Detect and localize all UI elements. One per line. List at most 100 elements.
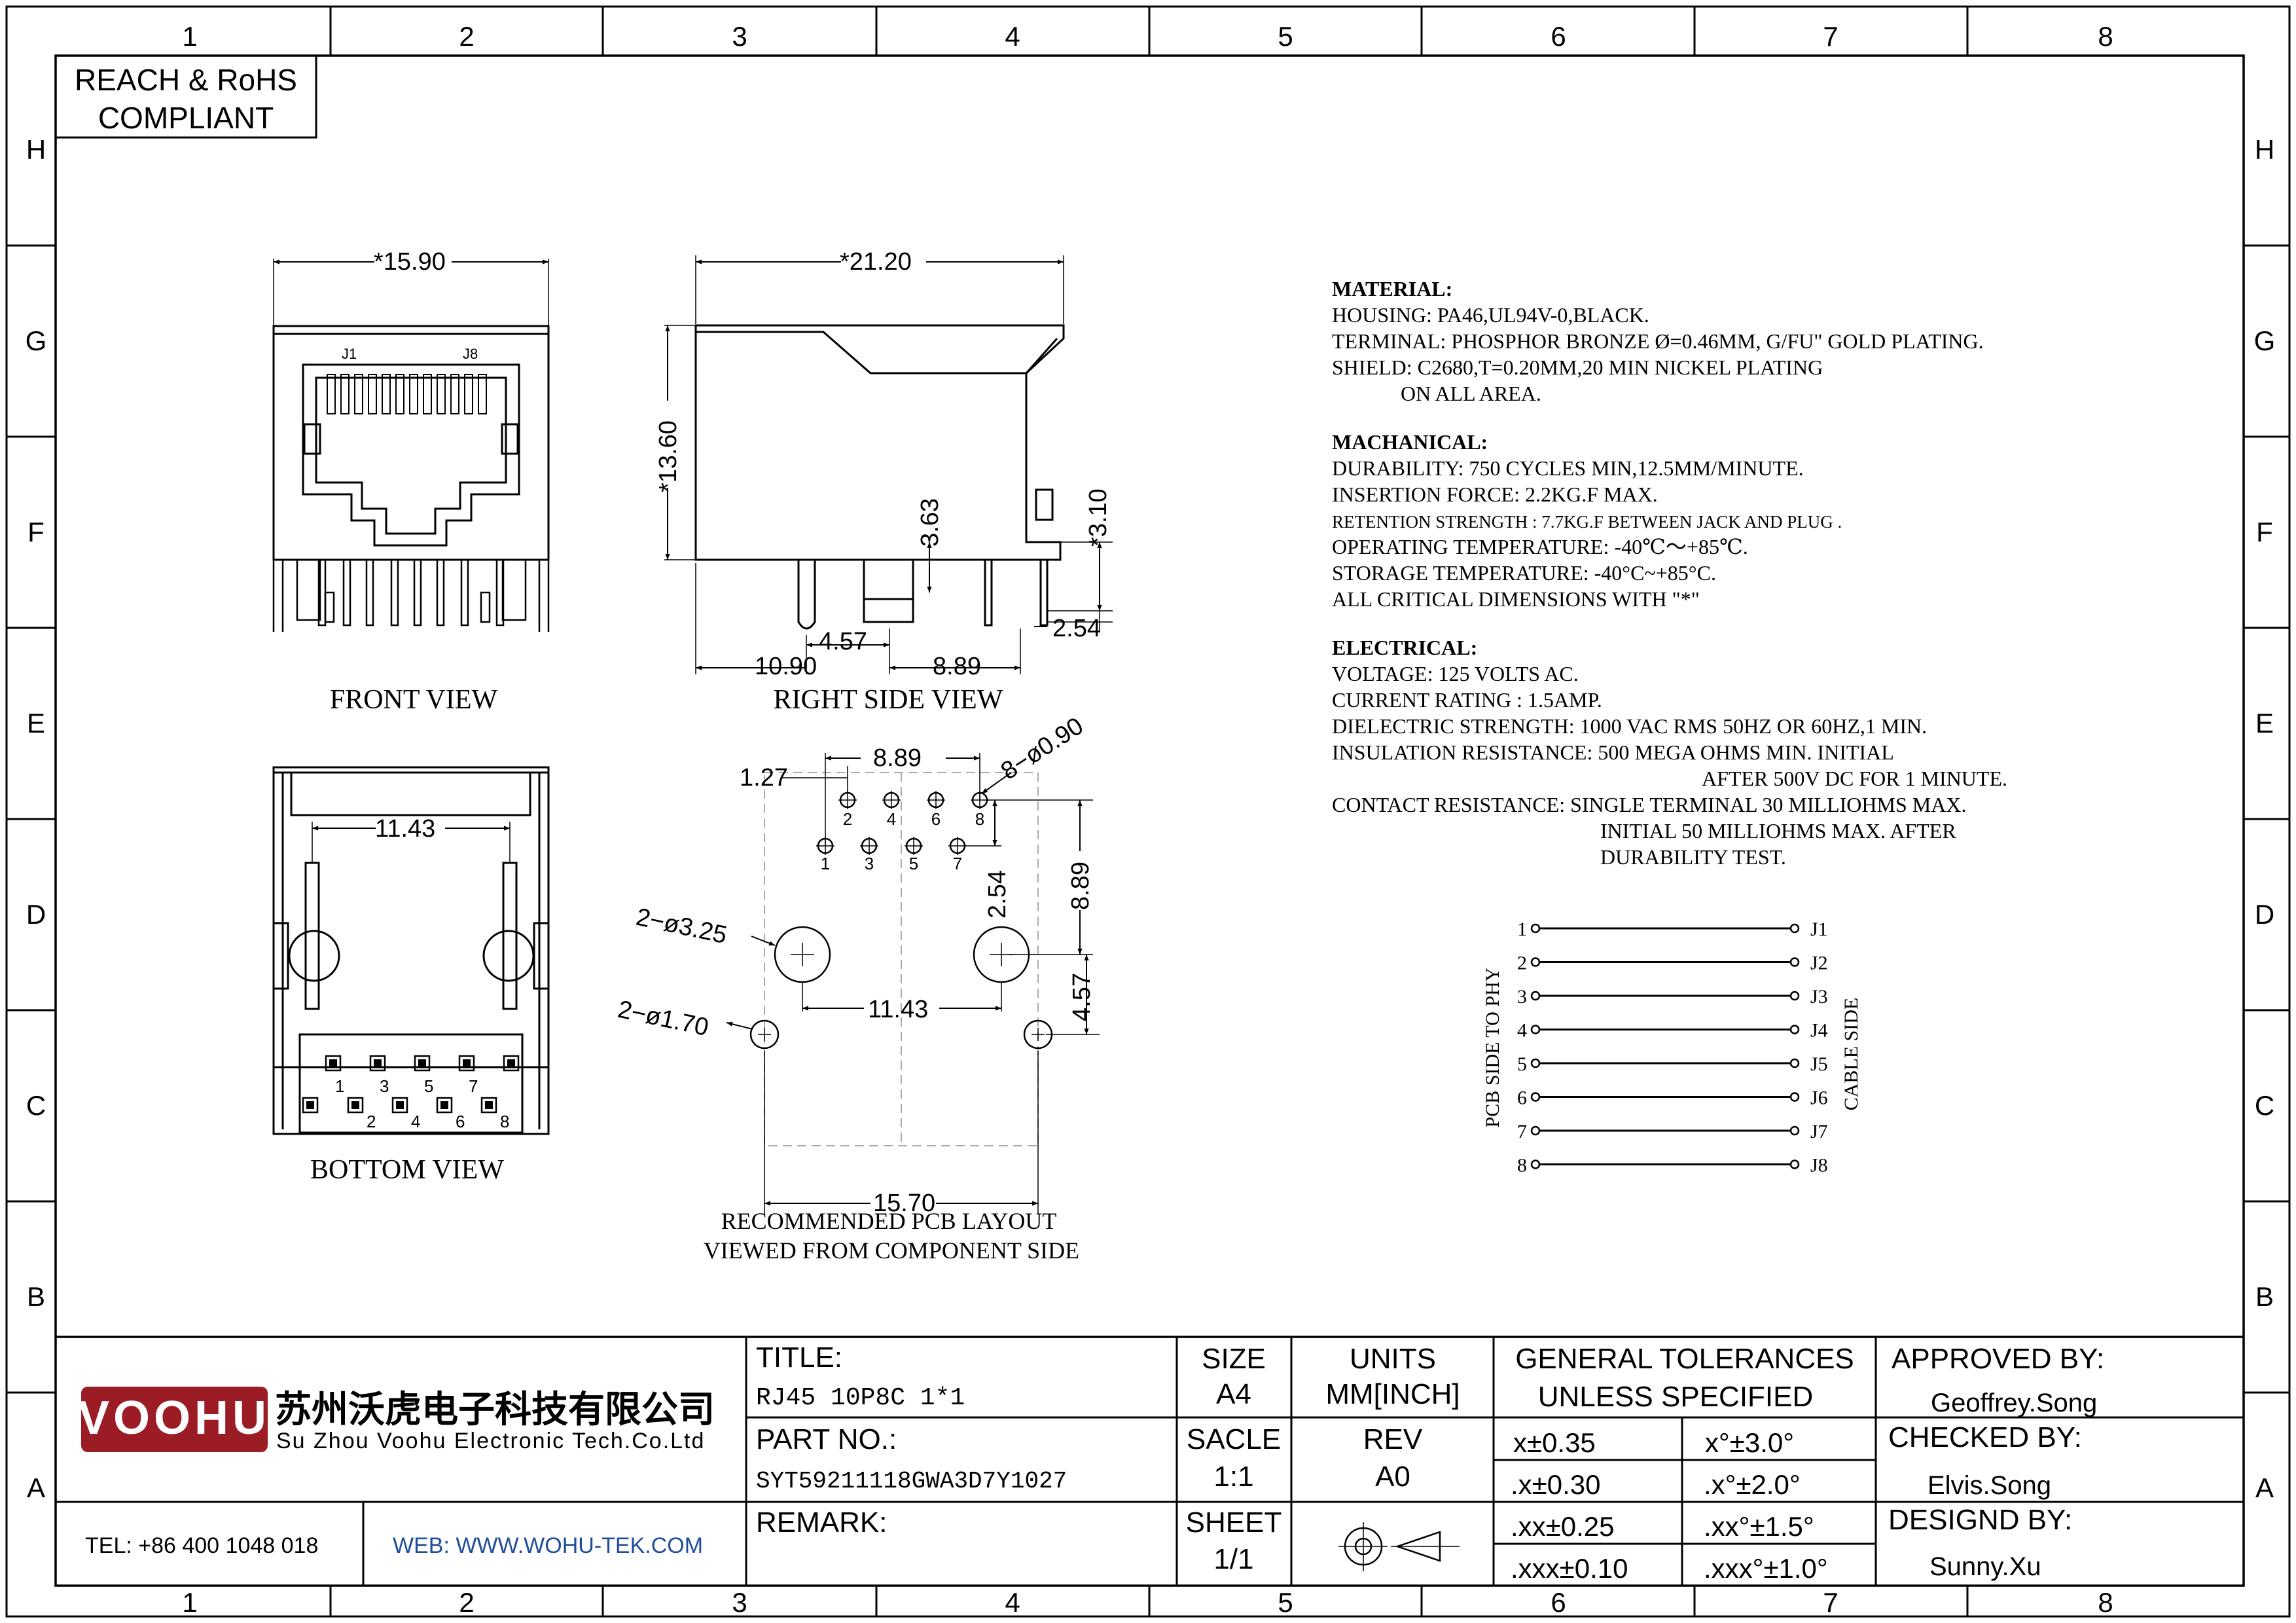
wire-terminal (1530, 1125, 1541, 1136)
spec-line: MATERIAL: (1332, 277, 1452, 301)
part-label: PART NO.: (756, 1423, 897, 1455)
wire-terminal (1789, 1025, 1800, 1034)
wire-jack-label: J4 (1810, 1020, 1828, 1042)
tolerance-value: .xx±0.25 (1511, 1511, 1614, 1542)
col-label: 4 (1005, 21, 1020, 52)
pcb-pin-top: 8 (975, 809, 984, 829)
col-label: 6 (1551, 21, 1566, 52)
dim-side-height: *13.60 (655, 420, 682, 492)
company-name-en: Su Zhou Voohu Electronic Tech.Co.Ltd (276, 1429, 705, 1453)
col-label: 6 (1551, 1587, 1566, 1618)
approved-label: APPROVED BY: (1892, 1343, 2104, 1375)
row-label: C (2255, 1090, 2274, 1121)
pcb-pin-bottom: 3 (865, 854, 874, 873)
bottom-pin-even: 2 (367, 1112, 376, 1131)
dim-pcb-1570: 15.70 (873, 1190, 935, 1217)
spec-line: INSERTION FORCE: 2.2KG.F MAX. (1332, 483, 1658, 506)
dim-310: *3.10 (1085, 488, 1112, 547)
design-value: Sunny.Xu (1929, 1552, 2041, 1581)
wire-pin-label: 6 (1517, 1087, 1527, 1109)
scale-label: SACLE (1187, 1423, 1281, 1455)
title-block-text: 苏州沃虎电子科技有限公司 Su Zhou Voohu Electronic Te… (85, 1341, 2104, 1584)
row-label: H (2255, 134, 2274, 165)
wire-terminal (1530, 1092, 1541, 1102)
front-view-labels: *15.90 J1 J8 (342, 248, 478, 362)
pcb-pin-top: 2 (843, 809, 852, 829)
spec-line: OPERATING TEMPERATURE: -40℃～+85℃. (1332, 535, 1748, 558)
cable-side-label: CABLE SIDE (1840, 998, 1862, 1111)
row-label: E (27, 708, 45, 739)
row-label: G (26, 325, 47, 356)
right-side-labels: *21.20 *13.60 3.63 *3.10 2.54 4.57 10.90… (655, 248, 1112, 680)
wire-terminal (1789, 1159, 1800, 1169)
pcb-caption-1: RECOMMENDED PCB LAYOUT (721, 1208, 1057, 1234)
pcb-layout (726, 753, 1100, 1214)
col-label: 1 (182, 21, 197, 52)
tolerance-value: .x±0.30 (1511, 1469, 1600, 1500)
dim-bottom-width: 11.43 (375, 815, 435, 843)
row-label: D (2255, 899, 2274, 930)
bottom-pin-even: 4 (411, 1112, 420, 1131)
row-label: B (2255, 1281, 2274, 1312)
right-side-view (664, 255, 1113, 674)
wire-pin-label: 1 (1517, 919, 1527, 940)
wire-pin-label: 8 (1517, 1155, 1527, 1176)
pin-j1-label: J1 (342, 346, 357, 362)
telephone: TEL: +86 400 1048 018 (85, 1533, 318, 1558)
dim-457: 4.57 (819, 628, 867, 655)
dim-pcb-889: 8.89 (873, 744, 922, 772)
pcb-pin-bottom: 5 (909, 854, 918, 873)
part-value: SYT59211118GWA3D7Y1027 (756, 1468, 1067, 1495)
dim-1090: 10.90 (755, 653, 817, 680)
spec-line: RETENTION STRENGTH : 7.7KG.F BETWEEN JAC… (1332, 512, 1842, 532)
wire-jack-label: J5 (1810, 1053, 1828, 1075)
right-side-caption: RIGHT SIDE VIEW (774, 685, 1003, 715)
tolerance-value: .xxx°±1.0° (1704, 1553, 1828, 1584)
spec-line: ELECTRICAL: (1332, 636, 1477, 659)
wire-terminal (1530, 923, 1541, 934)
wire-pin-label: 2 (1517, 953, 1527, 974)
spec-line: INITIAL 50 MILLIOHMS MAX. AFTER (1600, 819, 1956, 843)
spec-line: CURRENT RATING : 1.5AMP. (1332, 688, 1602, 712)
size-value: A4 (1216, 1378, 1251, 1410)
border-frame (5, 5, 2291, 1618)
tolerance-value: x±0.35 (1513, 1427, 1596, 1458)
spec-line: AFTER 500V DC FOR 1 MINUTE. (1702, 767, 2007, 790)
spec-line: DURABILITY TEST. (1600, 845, 1786, 869)
wire-terminal (1789, 1058, 1800, 1068)
dim-pcb-127: 1.27 (740, 764, 788, 792)
col-label: 3 (732, 21, 747, 52)
units-label: UNITS (1350, 1343, 1436, 1375)
pcb-side-label: PCB SIDE TO PHY (1482, 968, 1503, 1128)
row-label: H (26, 134, 46, 165)
dim-pcb-1143: 11.43 (868, 996, 928, 1023)
pin-j8-label: J8 (463, 346, 478, 362)
compliance-line2: COMPLIANT (98, 101, 274, 135)
row-label: D (26, 899, 46, 930)
pcb-pin-numbers: 2 4 6 8 1 3 5 7 (821, 809, 984, 873)
rev-value: A0 (1375, 1461, 1410, 1493)
wire-terminal (1789, 1125, 1800, 1136)
wire-pin-label: 4 (1517, 1020, 1527, 1042)
dim-254: 2.54 (1052, 615, 1101, 642)
spec-line: ON ALL AREA. (1401, 382, 1541, 405)
website-link[interactable]: WEB: WWW.WOHU-TEK.COM (393, 1533, 703, 1558)
pcb-pin-bottom: 1 (821, 854, 830, 873)
tolerance-value: .xxx±0.10 (1511, 1553, 1628, 1584)
wire-terminal (1530, 1025, 1541, 1034)
bottom-pin-even: 6 (456, 1112, 465, 1131)
col-label: 2 (459, 1587, 474, 1618)
row-label: G (2254, 325, 2276, 356)
dim-pcb-170: 2−ø1.70 (615, 996, 711, 1042)
company-name-cn: 苏州沃虎电子科技有限公司 (275, 1389, 715, 1430)
bottom-view-labels: 11.43 1 3 5 7 2 4 6 8 (335, 815, 509, 1131)
title-value: RJ45 10P8C 1*1 (756, 1384, 965, 1412)
row-label: B (27, 1281, 45, 1312)
compliance-box: REACH & RoHS COMPLIANT (54, 54, 317, 139)
dim-889: 8.89 (933, 653, 981, 680)
wire-terminal (1530, 991, 1541, 1001)
col-label: 8 (2098, 21, 2113, 52)
bottom-pin-odd: 1 (335, 1076, 344, 1096)
